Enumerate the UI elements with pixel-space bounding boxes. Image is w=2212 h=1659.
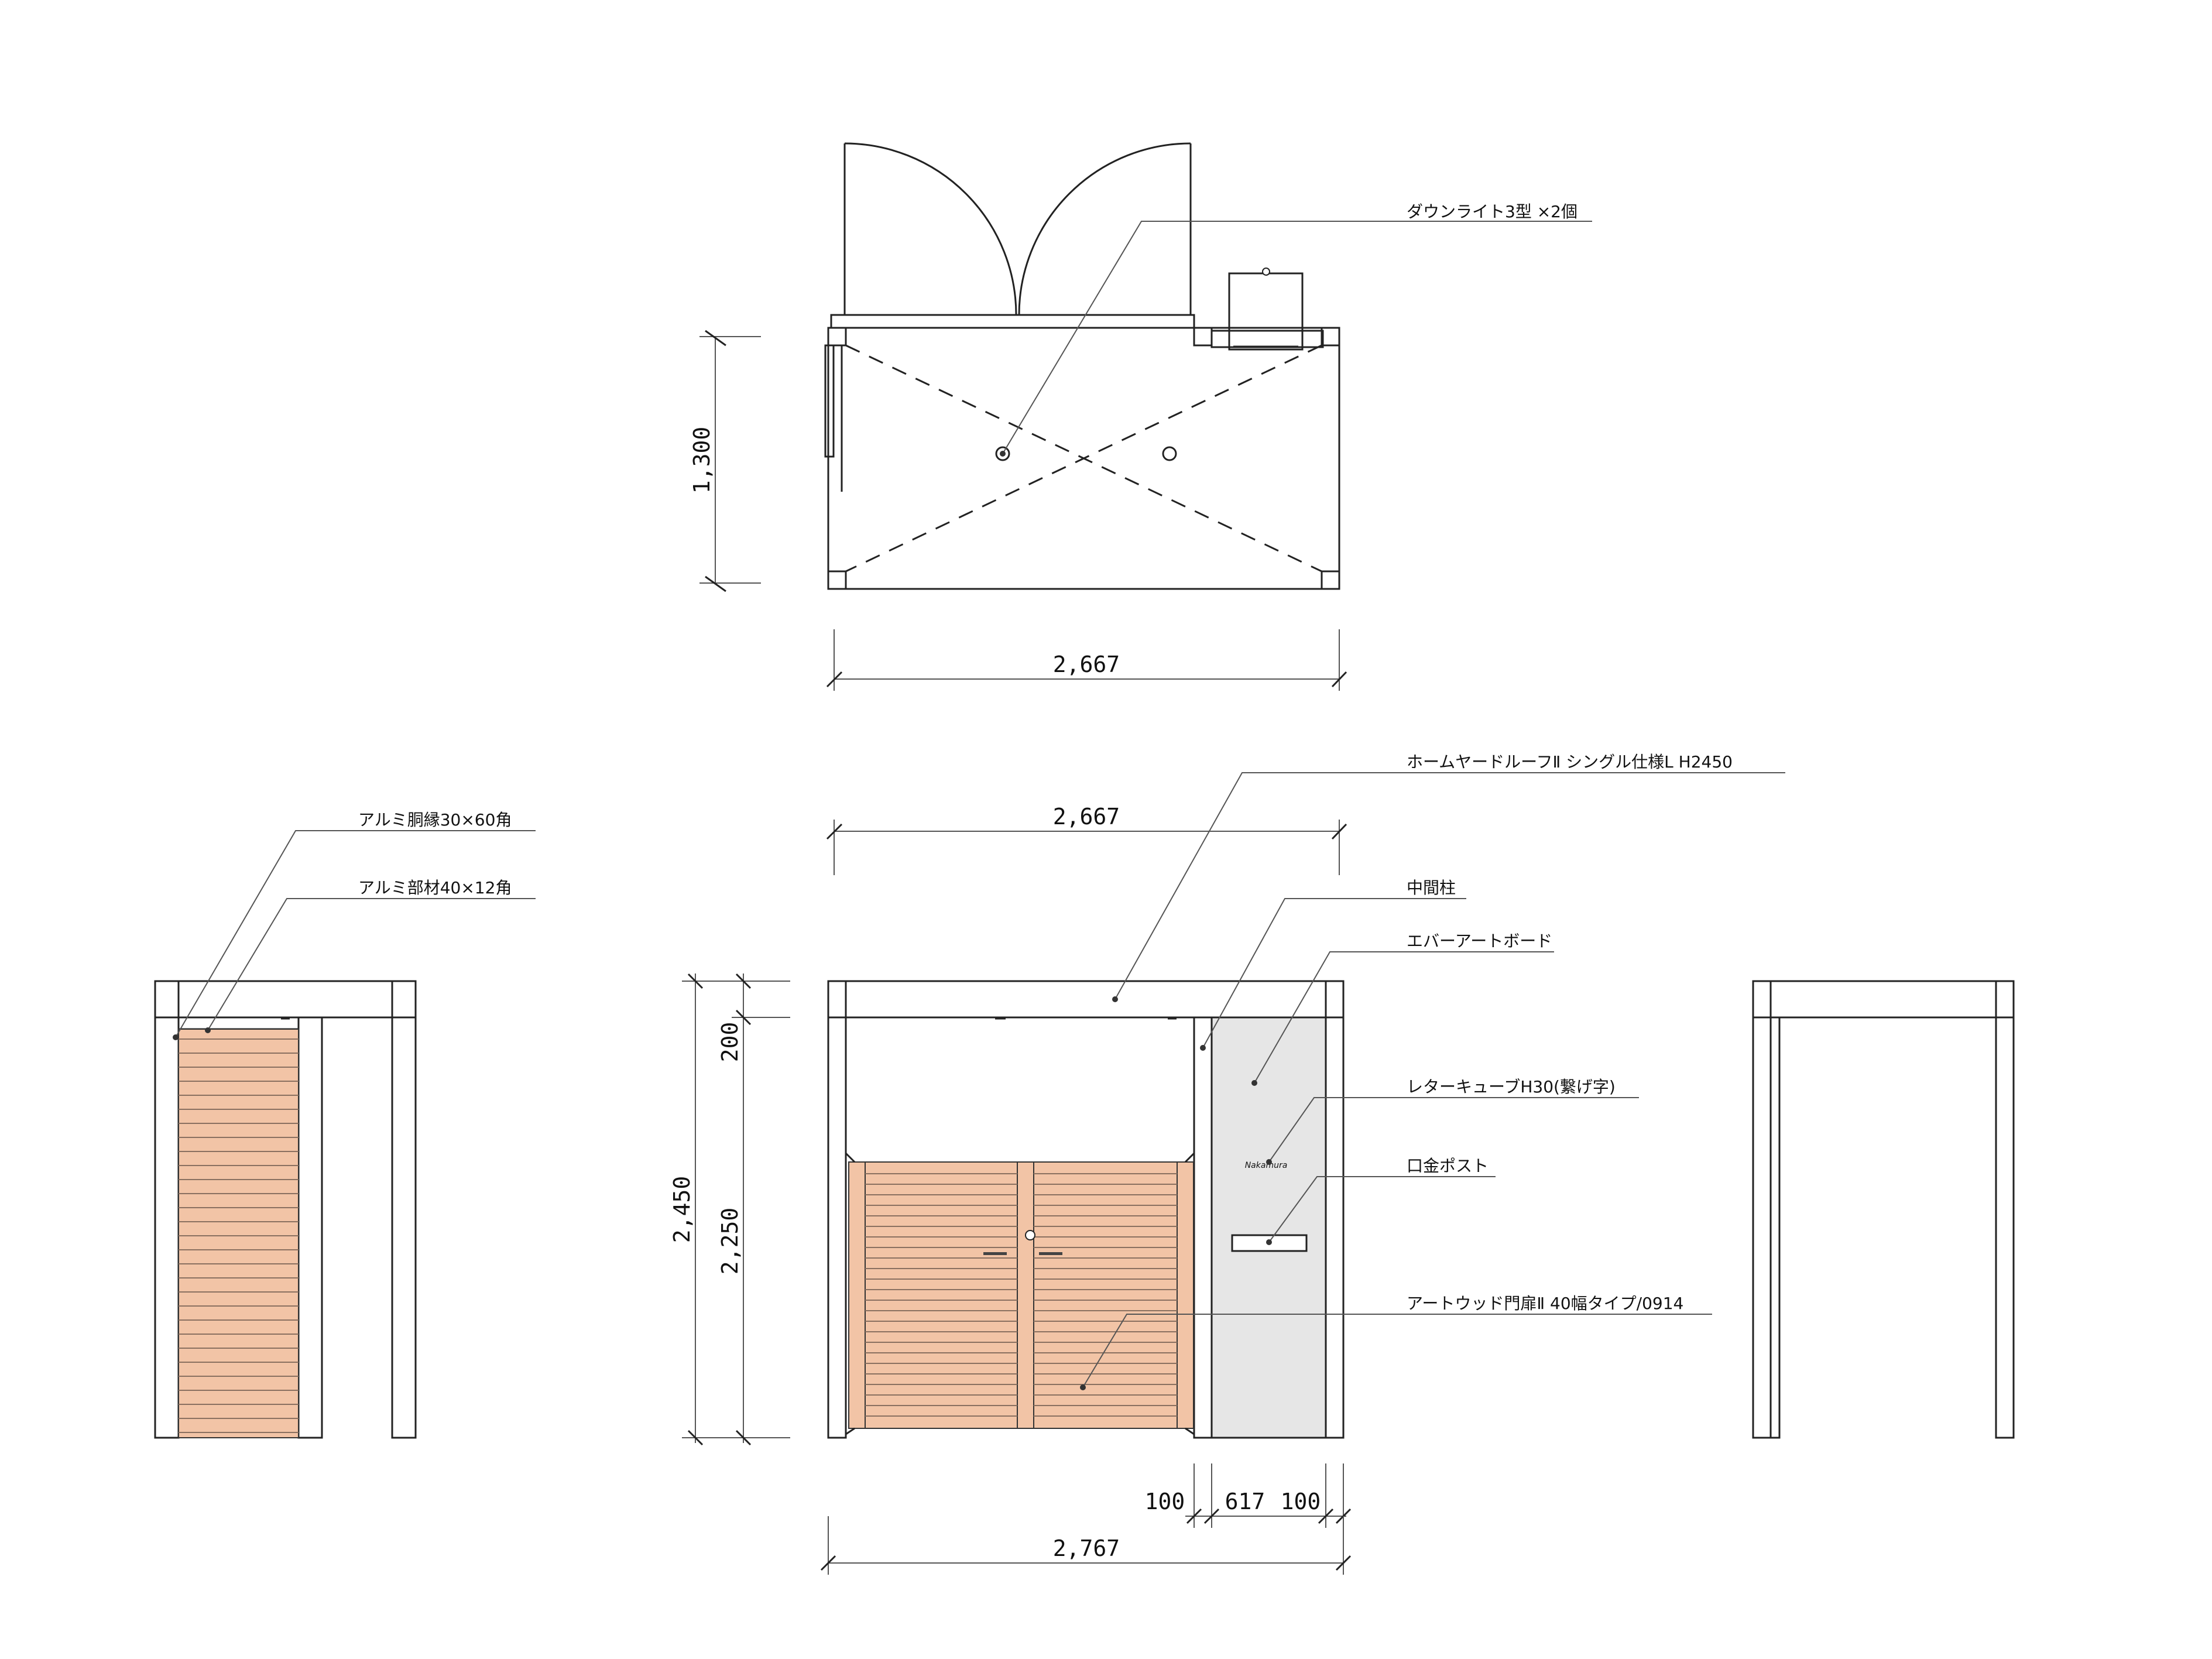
callout-downlight: ダウンライト3型 ×2個	[1407, 202, 1577, 221]
callout-gate: アートウッド門扉Ⅱ 40幅タイプ/0914	[1407, 1294, 1683, 1313]
callout-mail-post: 口金ポスト	[1407, 1156, 1489, 1175]
dim-top-beam: 200	[717, 1022, 743, 1062]
roof-beam	[827, 980, 1345, 1019]
callout-ever-art-board: エバーアートボード	[1407, 931, 1552, 951]
mailbox-plan	[1228, 272, 1304, 351]
left-door-swing	[844, 142, 1017, 316]
dim-front-width: 2,667	[1053, 804, 1120, 829]
side-elevation-left: アルミ胴縁30×60角 アルミ部材40×12角	[154, 810, 536, 1439]
dim-plan-depth: 1,300	[689, 427, 715, 493]
right-post	[1325, 980, 1345, 1439]
dim-plan-width: 2,667	[1053, 652, 1120, 677]
plan-view: ダウンライト3型 ×2個 1,300 2,667	[689, 142, 1592, 691]
callout-alu-frame: アルミ胴縁30×60角	[358, 810, 512, 829]
dim-post-right: 100	[1281, 1489, 1321, 1514]
front-elevation: Nakamura ホームヤードルーフⅡ シングル仕様L H2450 中間柱 エバ…	[669, 752, 1785, 1575]
side-screen-panel	[178, 1029, 299, 1438]
side-elevation-right	[1752, 980, 2015, 1439]
letter-cube-nameplate: Nakamura	[1245, 1161, 1288, 1170]
left-post	[827, 980, 847, 1439]
callout-letter-cube: レターキューブH30(繋げ字)	[1407, 1077, 1616, 1096]
callout-alu-member: アルミ部材40×12角	[358, 878, 512, 897]
dim-overall-width: 2,767	[1053, 1535, 1120, 1561]
gate-right-leaf	[1033, 1161, 1178, 1429]
dim-post-width: 617	[1225, 1489, 1266, 1514]
middle-post	[1193, 1016, 1213, 1439]
gate-left-leaf	[865, 1161, 1018, 1429]
downlight-2	[1162, 446, 1177, 461]
ever-art-board	[1210, 1016, 1327, 1439]
dim-clear-height: 2,250	[717, 1208, 743, 1274]
dim-post-left: 100	[1145, 1489, 1185, 1514]
callout-roof: ホームヤードルーフⅡ シングル仕様L H2450	[1407, 752, 1733, 772]
dim-total-height: 2,450	[669, 1176, 695, 1243]
callout-middle-post: 中間柱	[1407, 878, 1456, 897]
right-door-swing	[1018, 142, 1191, 316]
